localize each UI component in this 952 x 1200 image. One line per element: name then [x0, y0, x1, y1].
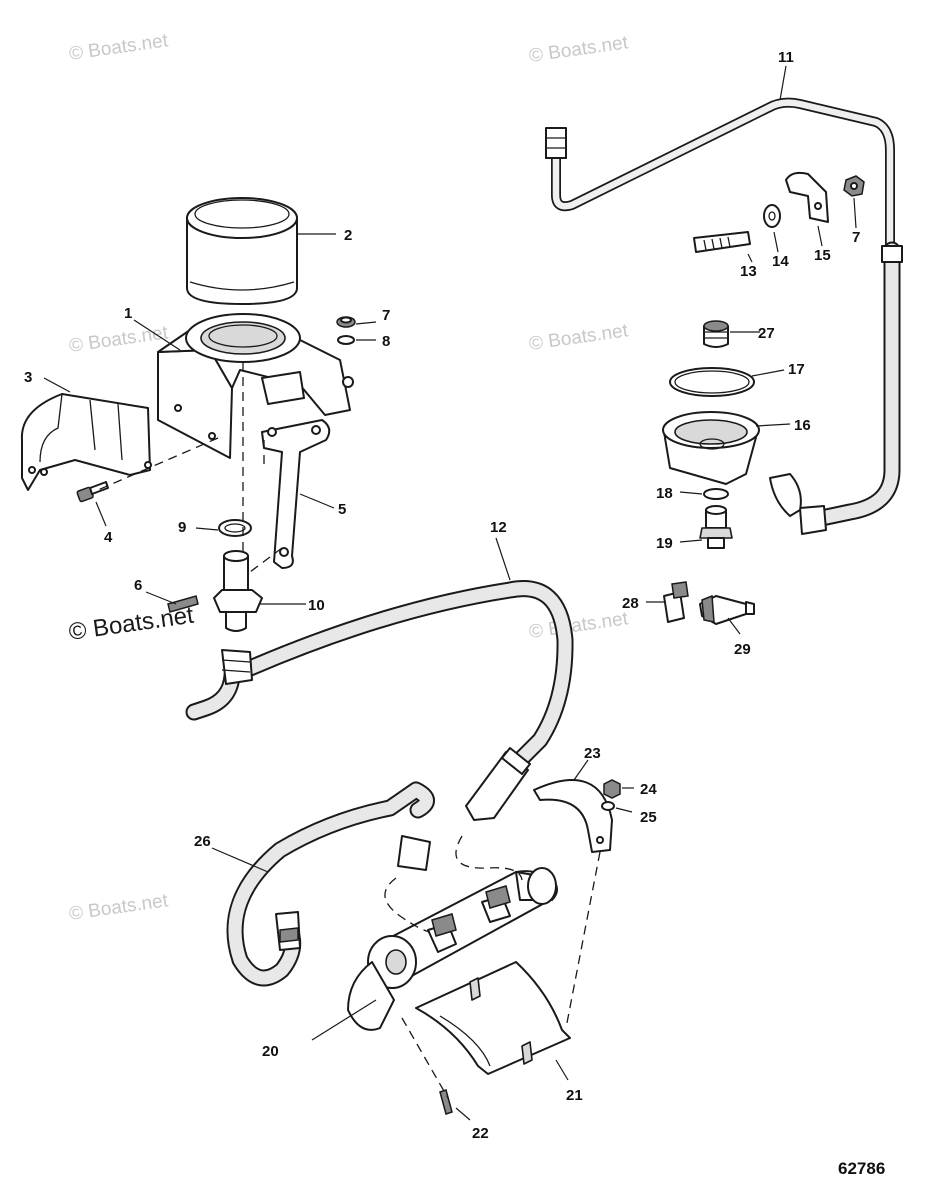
callout-28: 28 — [622, 595, 639, 612]
watermark: © Boats.net — [528, 608, 630, 643]
support-arm — [261, 419, 331, 569]
callout-9: 9 — [178, 519, 186, 536]
callout-12: 12 — [490, 519, 507, 536]
watermark: © Boats.net — [528, 320, 630, 355]
watermark: © Boats.net — [528, 32, 630, 67]
nipple-27 — [703, 320, 729, 348]
callout-23: 23 — [584, 745, 601, 762]
callout-4: 4 — [104, 529, 113, 546]
callout-20: 20 — [262, 1043, 279, 1060]
cooler-bracket-21 — [415, 961, 571, 1075]
filter-adapter-16 — [662, 411, 760, 485]
watermark: © Boats.net — [68, 890, 170, 925]
watermark: © Boats.net — [68, 322, 170, 357]
callout-16: 16 — [794, 417, 811, 434]
oil-line-11 — [545, 97, 903, 535]
figure-number: 62786 — [838, 1159, 885, 1178]
strap-bracket — [20, 393, 152, 491]
callout-21: 21 — [566, 1087, 583, 1104]
alignment-lines — [97, 362, 601, 1099]
washer-14 — [763, 204, 781, 228]
nut-7-left — [336, 316, 356, 328]
callout-2: 2 — [344, 227, 352, 244]
leader-lines — [43, 65, 857, 1121]
watermark: © Boats.net — [68, 30, 170, 65]
screw-22 — [439, 1089, 453, 1115]
washer-25 — [601, 801, 615, 811]
clip-15 — [785, 171, 829, 223]
callout-3: 3 — [24, 369, 32, 386]
callout-14: 14 — [772, 253, 789, 270]
callout-6: 6 — [134, 577, 142, 594]
callout-18: 18 — [656, 485, 673, 502]
washer-8 — [337, 335, 355, 345]
o-ring-9 — [218, 519, 252, 537]
callout-15: 15 — [814, 247, 831, 264]
callout-29: 29 — [734, 641, 751, 658]
oil-filter — [186, 197, 298, 305]
callout-27: 27 — [758, 325, 775, 342]
callout-25: 25 — [640, 809, 657, 826]
oil-cooler-20 — [347, 867, 558, 1031]
callout-24: 24 — [640, 781, 657, 798]
callouts: 1 2 3 4 5 6 7 7 8 9 10 11 12 13 14 15 16… — [24, 49, 860, 1142]
nut-24 — [603, 779, 621, 799]
stud-13 — [693, 231, 751, 253]
bolt-4 — [76, 481, 109, 503]
seal-ring-17 — [669, 367, 755, 397]
callout-19: 19 — [656, 535, 673, 552]
hose-26 — [226, 781, 435, 987]
callout-22: 22 — [472, 1125, 489, 1142]
callout-7-left: 7 — [382, 307, 390, 324]
callout-1: 1 — [124, 305, 132, 322]
fitting-19 — [699, 505, 733, 549]
callout-7-right: 7 — [852, 229, 860, 246]
callout-13: 13 — [740, 263, 757, 280]
callout-17: 17 — [788, 361, 805, 378]
elbow-fitting-28 — [663, 581, 689, 623]
callout-26: 26 — [194, 833, 211, 850]
adapter-fitting — [213, 550, 263, 632]
sender-29 — [699, 594, 755, 625]
callout-5: 5 — [338, 501, 346, 518]
hose-12 — [185, 580, 574, 821]
bolt-6 — [167, 595, 199, 613]
clamp-23 — [533, 779, 613, 853]
callout-10: 10 — [308, 597, 325, 614]
o-ring-18 — [703, 488, 729, 500]
callout-8: 8 — [382, 333, 390, 350]
nut-7-right — [843, 175, 865, 197]
callout-11: 11 — [778, 49, 794, 66]
